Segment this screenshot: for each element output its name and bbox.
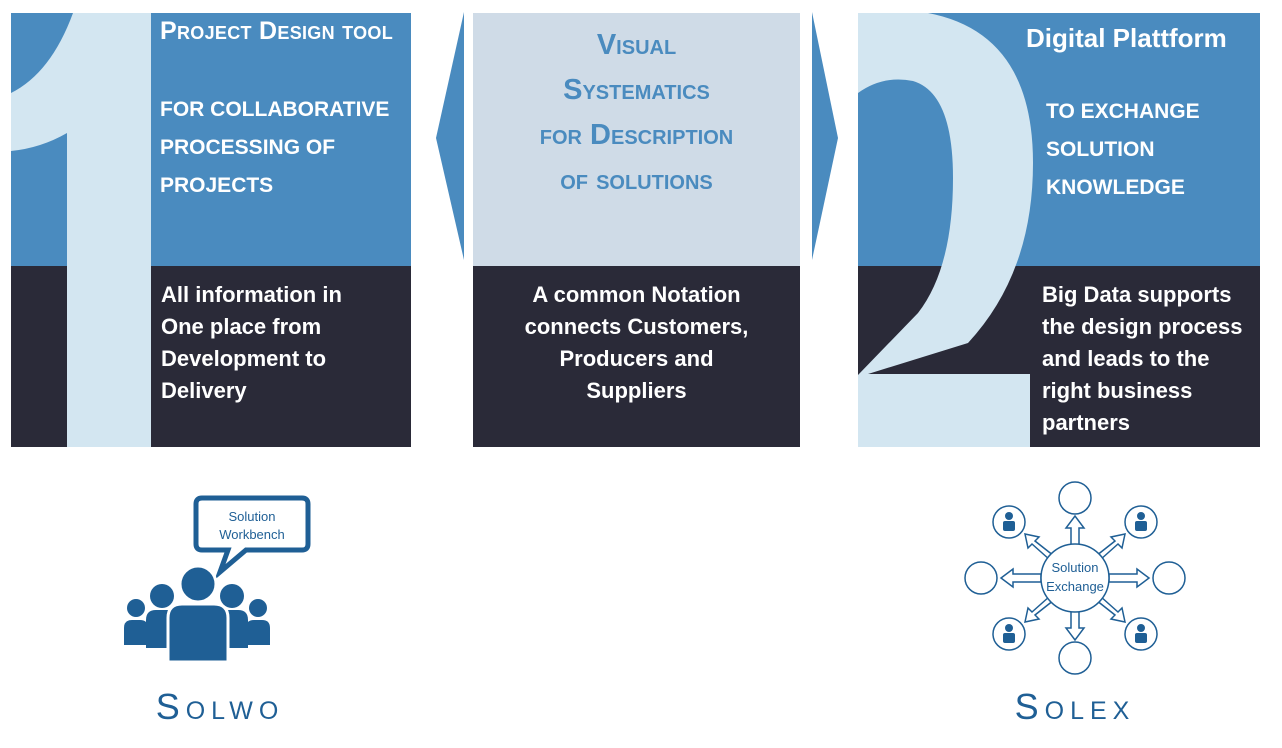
left-title: Project Design tool	[160, 17, 394, 45]
center-body-line: Suppliers	[586, 378, 687, 403]
solwo-bubble-line: Solution	[228, 509, 276, 524]
right-subtitle-line: TO EXCHANGE	[1046, 100, 1200, 123]
solwo-bubble-text: Solution Workbench	[196, 508, 308, 544]
people-group-icon	[124, 495, 311, 664]
solex-section: Solution Exchange Solex	[955, 478, 1195, 740]
right-body-line: the design process	[1042, 314, 1243, 339]
right-body-line: partners	[1042, 410, 1131, 435]
center-title-line: Visual	[596, 29, 677, 61]
right-body: Big Data supports the design process and…	[1042, 279, 1243, 439]
numeral-two-graphic	[858, 13, 1033, 447]
left-subtitle-line: PROJECTS	[160, 174, 274, 197]
left-subtitle-line: FOR COLLABORATIVE	[160, 98, 390, 121]
solex-name: Solex	[1014, 686, 1136, 727]
left-panel: Project Design tool FOR COLLABORATIVE PR…	[11, 13, 411, 447]
center-title-line: of solutions	[560, 164, 713, 196]
left-subtitle-line: PROCESSING OF	[160, 136, 336, 159]
right-title: Digital Plattform	[1026, 23, 1227, 53]
center-body-line: connects Customers,	[524, 314, 749, 339]
center-panel: Visual Systematics for Description of so…	[473, 13, 800, 447]
center-panel-top	[473, 13, 800, 266]
center-arrows	[436, 12, 838, 260]
solwo-section: Solution Workbench Solwo	[110, 490, 330, 740]
solex-hub-line: Solution	[1051, 560, 1099, 575]
right-panel: Digital Plattform TO EXCHANGE SOLUTION K…	[858, 13, 1260, 447]
center-body-line: A common Notation	[532, 282, 741, 307]
left-subtitle: FOR COLLABORATIVE PROCESSING OF PROJECTS	[160, 91, 389, 205]
left-arrow-shape	[436, 12, 464, 260]
center-panel-bottom	[473, 266, 800, 447]
right-subtitle: TO EXCHANGE SOLUTION KNOWLEDGE	[1046, 93, 1200, 207]
right-body-line: and leads to the	[1042, 346, 1210, 371]
left-body-line: One place from	[161, 314, 322, 339]
numeral-one-graphic	[11, 13, 151, 447]
center-title: Visual Systematics for Description of so…	[473, 23, 800, 203]
left-body-line: Development to	[161, 346, 327, 371]
center-title-line: for Description	[539, 119, 734, 151]
left-body-line: All information in	[161, 282, 342, 307]
network-exchange-icon	[964, 481, 1186, 675]
left-body: All information in One place from Develo…	[161, 279, 342, 407]
solwo-name: Solwo	[155, 686, 285, 727]
solwo-bubble-line: Workbench	[219, 527, 285, 542]
center-body: A common Notation connects Customers, Pr…	[473, 279, 800, 407]
right-arrow-shape	[812, 12, 838, 260]
solex-hub-line: Exchange	[1046, 579, 1104, 594]
right-body-line: Big Data supports	[1042, 282, 1232, 307]
center-body-line: Producers and	[559, 346, 714, 371]
solex-hub-text: Solution Exchange	[1035, 558, 1115, 596]
center-title-line: Systematics	[563, 74, 710, 106]
right-subtitle-line: KNOWLEDGE	[1046, 176, 1185, 199]
right-subtitle-line: SOLUTION	[1046, 138, 1155, 161]
left-body-line: Delivery	[161, 378, 247, 403]
right-body-line: right business	[1042, 378, 1193, 403]
